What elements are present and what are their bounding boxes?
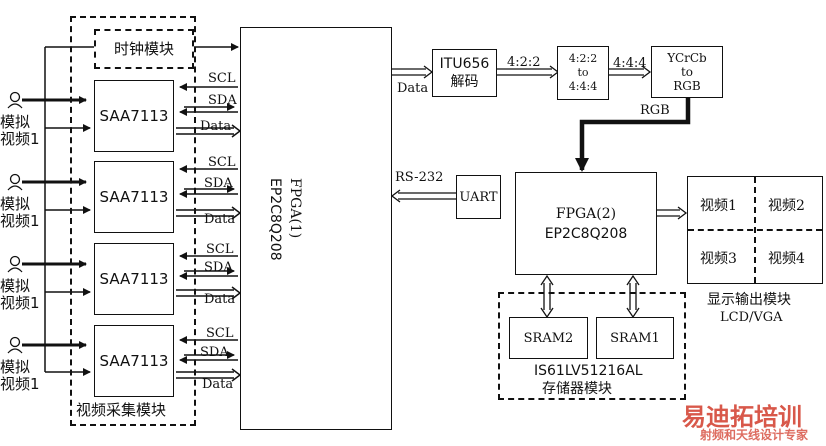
memory-chip-label: IS61LV51216AL xyxy=(534,363,643,379)
display-module-caption: 显示输出模块 xyxy=(707,292,791,308)
fpga2-chip-label: EP2C8Q208 xyxy=(544,225,628,242)
sram2-block: SRAM2 xyxy=(509,317,588,359)
saa7113-decoder: SAA7113 xyxy=(94,80,174,152)
saa7113-decoder: SAA7113 xyxy=(94,325,174,397)
saa7113-decoder: SAA7113 xyxy=(94,161,174,233)
data-signal-label: Data xyxy=(204,212,236,227)
display-cell-video3: 视频3 xyxy=(700,251,737,267)
memory-module xyxy=(498,292,686,400)
uart-block: UART xyxy=(456,175,501,219)
analog-video-input-label: 模拟视频1 xyxy=(0,358,40,393)
data-signal-label: Data xyxy=(202,377,234,392)
display-cell-video4: 视频4 xyxy=(768,251,805,267)
video-acquisition-module xyxy=(70,16,196,426)
rgb-label: RGB xyxy=(640,103,670,118)
person-icon xyxy=(7,173,23,191)
data-bus-label: Data xyxy=(397,81,429,96)
analog-video-input-label: 模拟视频1 xyxy=(0,113,40,148)
watermark-logo-text: 易迪拓培训 xyxy=(682,403,802,431)
clock-module: 时钟模块 xyxy=(94,29,194,69)
sda-signal-label: SDA xyxy=(204,260,233,275)
person-icon xyxy=(7,91,23,109)
sda-signal-label: SDA xyxy=(200,345,229,360)
analog-video-input-label: 模拟视频1 xyxy=(0,195,40,230)
fpga1-block: FPGA(1) EP2C8Q208 xyxy=(240,27,392,430)
watermark-tagline: 射频和天线设计专家 xyxy=(700,428,809,442)
video-acquisition-module-label: 视频采集模块 xyxy=(76,401,167,419)
memory-module-caption: 存储器模块 xyxy=(542,381,612,397)
analog-video-input-label: 模拟视频1 xyxy=(0,277,40,312)
format-444-label: 4:4:4 xyxy=(613,56,647,71)
fpga1-label: FPGA(1) xyxy=(287,178,303,239)
display-type-caption: LCD/VGA xyxy=(720,310,783,325)
format-422-label: 4:2:2 xyxy=(507,55,541,70)
fpga1-chip-label: EP2C8Q208 xyxy=(267,178,283,261)
display-cell-video2: 视频2 xyxy=(768,198,805,214)
scl-signal-label: SCL xyxy=(208,155,236,170)
person-icon xyxy=(7,336,23,354)
data-signal-label: Data xyxy=(204,292,236,307)
scl-signal-label: SCL xyxy=(206,326,234,341)
rs232-label: RS-232 xyxy=(395,170,444,185)
sda-signal-label: SDA xyxy=(204,176,233,191)
scl-signal-label: SCL xyxy=(208,71,236,86)
display-output-grid: 视频1 视频2 视频3 视频4 xyxy=(687,176,823,284)
sram1-block: SRAM1 xyxy=(596,317,674,359)
person-icon xyxy=(7,255,23,273)
scl-signal-label: SCL xyxy=(206,242,234,257)
fpga2-label: FPGA(2) xyxy=(555,205,617,222)
display-cell-video1: 视频1 xyxy=(700,198,737,214)
saa7113-decoder: SAA7113 xyxy=(94,243,174,315)
fpga2-block: FPGA(2) EP2C8Q208 xyxy=(515,172,657,275)
sda-signal-label: SDA xyxy=(208,93,237,108)
data-signal-label: Data xyxy=(200,119,232,134)
